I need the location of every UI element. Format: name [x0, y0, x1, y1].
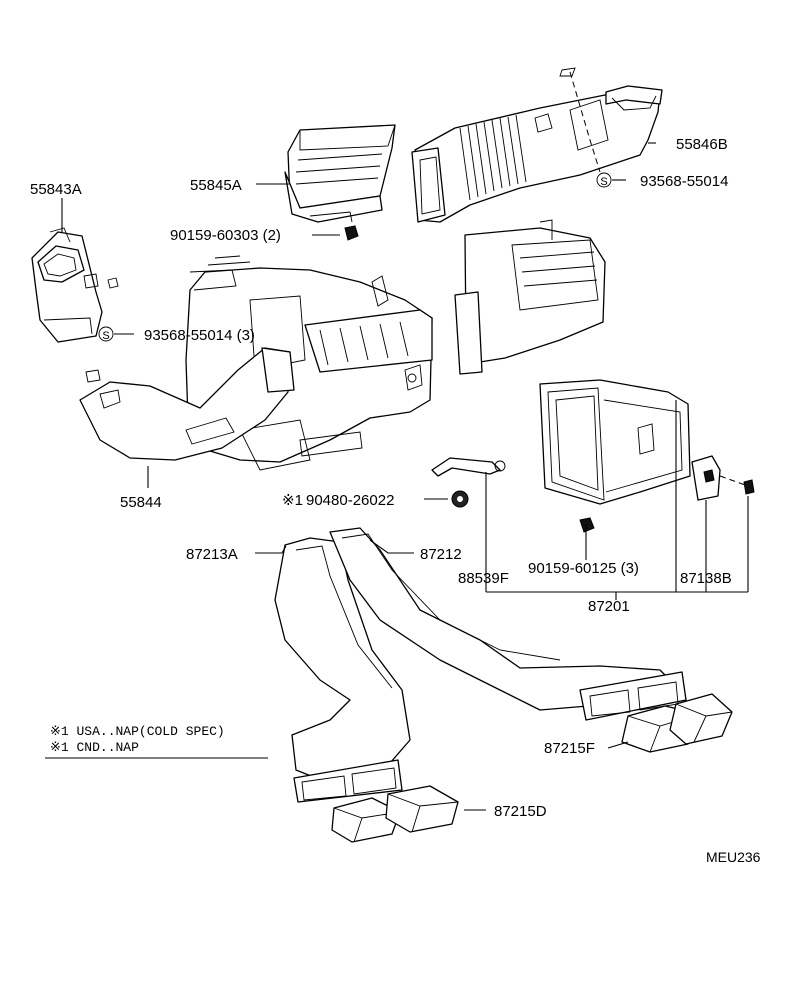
grommet-icon — [451, 490, 469, 508]
duct-55843a-drawing — [31, 227, 119, 343]
note-line-1: ※1 USA..NAP(COLD SPEC) — [50, 724, 225, 739]
svg-text:S: S — [600, 176, 607, 188]
label-90159-60125: 90159-60125 (3) — [528, 560, 639, 577]
label-87212: 87212 — [420, 546, 462, 563]
duct-55845a-drawing — [284, 124, 396, 241]
lower-ducts-drawing — [274, 527, 687, 803]
s-symbol-2: S — [98, 326, 114, 342]
label-90480-mark: ※1 — [282, 492, 303, 509]
leader-lines — [45, 142, 749, 811]
duct-55844-drawing — [79, 347, 295, 461]
label-55843a: 55843A — [30, 181, 82, 198]
label-93568-55014: 93568-55014 — [640, 173, 728, 190]
evaporator-case-drawing — [454, 219, 606, 375]
label-87215f: 87215F — [544, 740, 595, 757]
label-55846b: 55846B — [676, 136, 728, 153]
label-87138b: 87138B — [680, 570, 732, 587]
label-90159-60303: 90159-60303 (2) — [170, 227, 281, 244]
label-55844: 55844 — [120, 494, 162, 511]
s-symbol-1: S — [596, 172, 612, 188]
outlet-boxes-drawing — [331, 693, 733, 843]
label-90480-26022: 90480-26022 — [306, 492, 394, 509]
label-93568-55014-3: 93568-55014 (3) — [144, 327, 255, 344]
diagram-code: MEU236 — [706, 849, 761, 865]
note-line-2: ※1 CND..NAP — [50, 740, 139, 755]
duct-55846b-drawing — [411, 67, 663, 223]
svg-text:S: S — [102, 330, 109, 342]
label-87201: 87201 — [588, 598, 630, 615]
cooling-unit-87201-drawing — [431, 379, 755, 533]
label-88539f: 88539F — [458, 570, 509, 587]
label-87215d: 87215D — [494, 803, 547, 820]
label-87213a: 87213A — [186, 546, 238, 563]
label-55845a: 55845A — [190, 177, 242, 194]
